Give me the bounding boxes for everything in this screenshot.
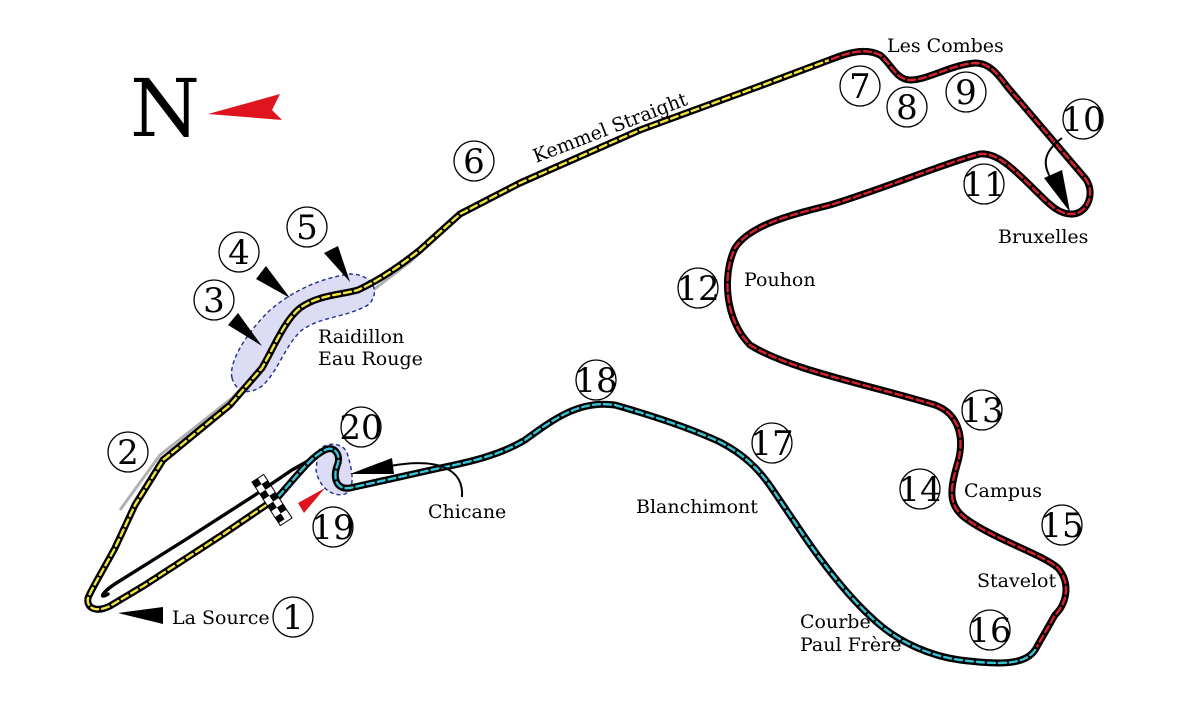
sector-2-track xyxy=(723,47,1094,654)
label-bruxelles: Bruxelles xyxy=(998,226,1088,248)
turn-12-number: 12 xyxy=(676,269,719,309)
label-eau-rouge: Eau Rouge xyxy=(318,348,423,370)
turn-16-ring xyxy=(969,609,1011,651)
label-kemmel-straight: Kemmel Straight xyxy=(530,88,691,167)
turn-5-number: 5 xyxy=(296,208,318,248)
chicane-pointer-line xyxy=(389,462,464,498)
turn-11-number: 11 xyxy=(962,165,1005,205)
turn-5-pointer-icon xyxy=(324,246,350,282)
label-campus: Campus xyxy=(964,480,1042,502)
start-finish-line xyxy=(251,473,293,527)
label-raidillon: Raidillon xyxy=(318,326,404,348)
turn-6-ring xyxy=(453,140,495,182)
turn-1-ring xyxy=(272,596,314,638)
turn-8-number: 8 xyxy=(896,88,918,128)
turn-17-number: 17 xyxy=(750,424,793,464)
turn-15-number: 15 xyxy=(1040,506,1083,546)
turn-13-ring xyxy=(961,389,1003,431)
turn-4-number: 4 xyxy=(228,233,250,273)
turn-18-ring xyxy=(575,359,617,401)
turn-16-number: 16 xyxy=(968,611,1011,651)
turn-10-ring xyxy=(1062,98,1104,140)
label-paul-frere: Paul Frère xyxy=(800,634,901,656)
turn-9-number: 9 xyxy=(955,73,977,113)
label-pouhon: Pouhon xyxy=(744,269,816,291)
turn-2-ring xyxy=(107,431,149,473)
turn-7-ring xyxy=(839,65,881,107)
turn-19-pointer-icon xyxy=(298,488,325,513)
turn-18-number: 18 xyxy=(574,361,617,401)
sector-3-track xyxy=(274,400,1039,667)
turn-11-ring xyxy=(963,163,1005,205)
turn-8-ring xyxy=(886,86,928,128)
turn-13-number: 13 xyxy=(960,391,1003,431)
turn-19-number: 19 xyxy=(311,508,354,548)
turn-5-ring xyxy=(286,206,328,248)
turn-14-ring xyxy=(899,468,941,510)
turn-2-number: 2 xyxy=(117,433,139,473)
chicane-pointer-icon xyxy=(350,458,394,474)
label-la-source: La Source xyxy=(172,607,270,629)
turn-15-ring xyxy=(1041,504,1083,546)
north-label: N xyxy=(130,62,200,155)
turn-7-number: 7 xyxy=(849,67,871,107)
label-blanchimont: Blanchimont xyxy=(636,496,758,518)
turn-4-ring xyxy=(218,231,260,273)
label-stavelot: Stavelot xyxy=(977,570,1056,592)
label-courbe: Courbe xyxy=(800,611,871,633)
turn-1-number: 1 xyxy=(282,598,304,638)
sector-1-track xyxy=(84,55,836,613)
la-source-pointer-icon xyxy=(118,607,163,624)
turn-4-pointer-icon xyxy=(256,266,290,298)
label-chicane: Chicane xyxy=(428,501,506,523)
turn-17-ring xyxy=(751,422,793,464)
turn-3-ring xyxy=(193,279,235,321)
turn-19-ring xyxy=(312,506,354,548)
turn-14-number: 14 xyxy=(898,470,941,510)
turn-3-pointer-icon xyxy=(228,313,262,346)
label-les-combes: Les Combes xyxy=(887,35,1004,57)
pit-lane xyxy=(100,451,324,598)
turn-6-number: 6 xyxy=(463,142,485,182)
turn-20-number: 20 xyxy=(339,408,382,448)
north-arrow-icon xyxy=(208,94,282,120)
turn-20-ring xyxy=(340,406,382,448)
turn-10-number: 10 xyxy=(1061,100,1104,140)
turn-9-ring xyxy=(945,71,987,113)
turn-3-number: 3 xyxy=(203,281,225,321)
bruxelles-pointer-icon xyxy=(1044,170,1070,212)
turn-12-ring xyxy=(677,267,719,309)
